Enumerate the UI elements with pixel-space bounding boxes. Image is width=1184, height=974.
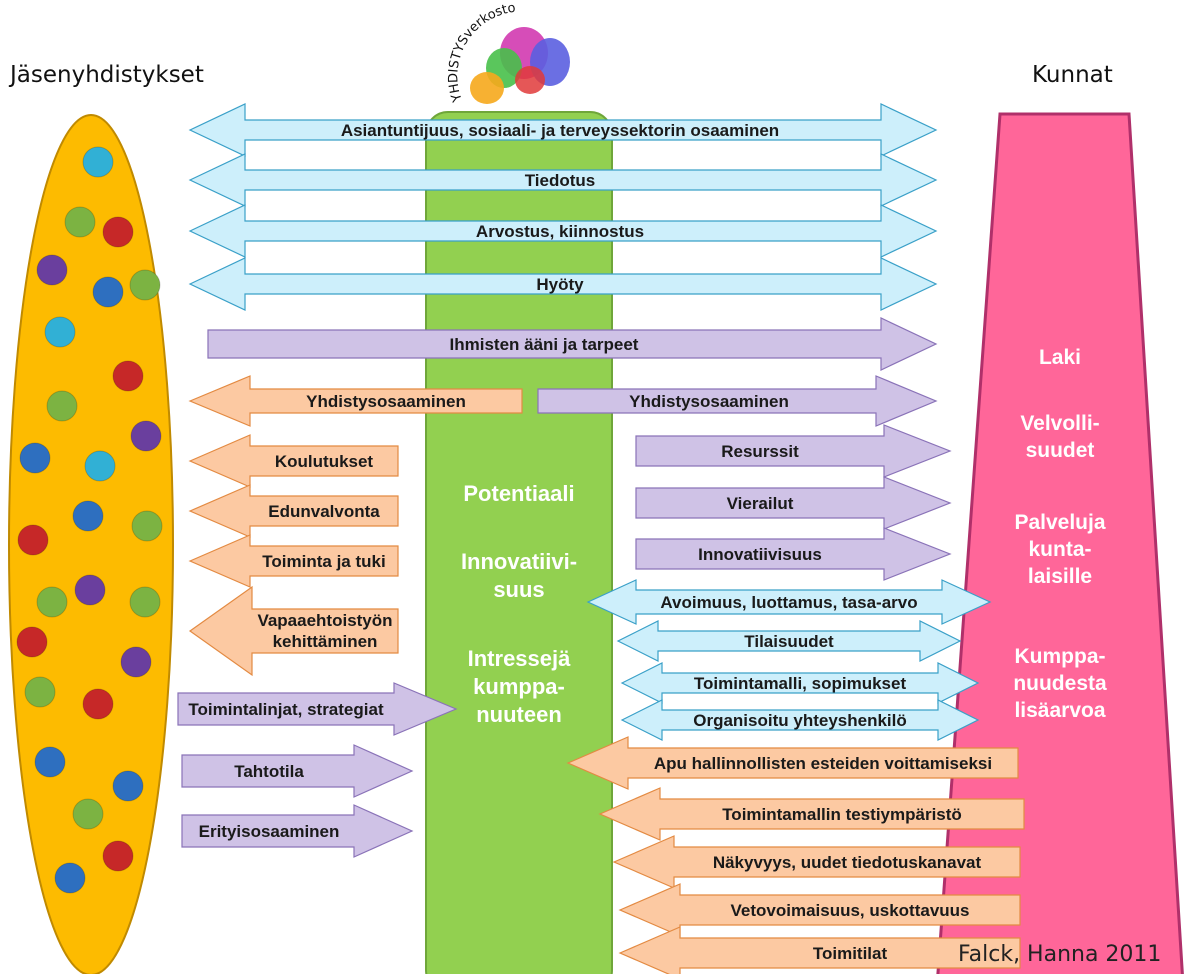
association-dot xyxy=(82,688,114,720)
association-dot xyxy=(129,269,161,301)
arrow-orange-left xyxy=(598,787,1025,841)
arrow-label: Näkyvyys, uudet tiedotuskanavat xyxy=(712,852,982,872)
association-dot xyxy=(16,626,48,658)
arrow-orange-left xyxy=(188,375,523,427)
center-label-interests: Intressejä kumppa- nuuteen xyxy=(467,646,571,727)
associations-dots-group xyxy=(16,146,163,894)
arrow-label: Yhdistysosaaminen xyxy=(306,391,466,411)
arrow-blue-both xyxy=(188,153,938,207)
arrow-purple-right xyxy=(635,424,952,478)
arrows-group xyxy=(177,103,1025,974)
arrow-purple-right xyxy=(537,375,938,427)
center-label-potential: Potentiaali xyxy=(463,481,575,506)
arrow-label: Arvostus, kiinnostus xyxy=(475,221,645,241)
arrow-purple-right xyxy=(181,804,414,858)
association-dot xyxy=(36,586,68,618)
yhdistysverkosto-logo: YHDISTYSverkosto xyxy=(446,1,570,105)
arrow-purple-right xyxy=(207,317,938,371)
arrow-blue-both xyxy=(586,579,992,625)
arrow-label: Koulutukset xyxy=(274,451,374,471)
arrow-blue-both xyxy=(616,620,962,662)
arrow-blue-both xyxy=(620,699,980,741)
association-dot xyxy=(36,254,68,286)
arrow-purple-right xyxy=(635,476,952,530)
arrow-orange-left xyxy=(618,926,1021,974)
arrow-purple-right xyxy=(177,682,458,736)
association-dot xyxy=(17,524,49,556)
association-dot xyxy=(82,146,114,178)
association-dot xyxy=(72,798,104,830)
association-dot xyxy=(129,586,161,618)
association-dot xyxy=(44,316,76,348)
right-label-added-value: Kumppa- nuudesta lisäarvoa xyxy=(1013,645,1107,722)
arrow-label: Vierailut xyxy=(726,493,794,513)
association-dot xyxy=(64,206,96,238)
arrow-orange-left xyxy=(566,736,1019,790)
association-dot xyxy=(102,216,134,248)
association-dot xyxy=(24,676,56,708)
association-dot xyxy=(19,442,51,474)
arrow-label: Tilaisuudet xyxy=(744,631,834,651)
arrow-label: Resurssit xyxy=(721,441,799,461)
arrow-label: Yhdistysosaaminen xyxy=(629,391,789,411)
association-dot xyxy=(34,746,66,778)
association-dot xyxy=(131,510,163,542)
association-dot xyxy=(102,840,134,872)
arrow-label: Tiedotus xyxy=(524,170,596,190)
arrow-blue-both xyxy=(188,257,938,311)
arrow-purple-right xyxy=(181,744,414,798)
arrow-label: Tahtotila xyxy=(234,761,304,781)
author-credit: Falck, Hanna 2011 xyxy=(958,942,1162,967)
association-dot xyxy=(112,360,144,392)
arrow-label: Avoimuus, luottamus, tasa-arvo xyxy=(660,592,918,612)
right-label-obligations: Velvolli- suudet xyxy=(1020,412,1100,462)
association-dot xyxy=(74,574,106,606)
arrow-purple-right xyxy=(635,527,952,581)
arrow-orange-left xyxy=(188,534,399,588)
association-dot xyxy=(130,420,162,452)
arrow-label: Asiantuntijuus, sosiaali- ja terveyssekt… xyxy=(340,120,780,140)
association-dot xyxy=(72,500,104,532)
arrow-blue-both xyxy=(620,662,980,704)
association-dot xyxy=(84,450,116,482)
center-label-innovativeness: Innovatiivi- suus xyxy=(460,549,578,602)
right-label-services: Palveluja kunta- laisille xyxy=(1014,511,1106,588)
association-dot xyxy=(120,646,152,678)
arrow-blue-both xyxy=(188,103,938,157)
arrow-label: Toiminta ja tuki xyxy=(262,551,386,571)
arrow-label: Ihmisten ääni ja tarpeet xyxy=(449,334,639,354)
municipalities-header: Kunnat xyxy=(1032,62,1113,88)
right-label-law: Laki xyxy=(1038,346,1082,369)
potential-center-bar xyxy=(425,111,613,974)
arrow-label: Toimintamalli, sopimukset xyxy=(693,673,907,693)
association-dot xyxy=(92,276,124,308)
association-dot xyxy=(112,770,144,802)
arrow-label: Toimitilat xyxy=(812,943,888,963)
arrow-blue-both xyxy=(188,204,938,258)
arrow-label: Organisoitu yhteyshenkilö xyxy=(693,710,907,730)
association-dot xyxy=(54,862,86,894)
arrow-label: Edunvalvonta xyxy=(268,501,380,521)
arrow-label: Vetovoimaisuus, uskottavuus xyxy=(730,900,970,920)
member-associations-header: Jäsenyhdistykset xyxy=(10,62,204,88)
association-dot xyxy=(46,390,78,422)
arrow-label: Erityisosaaminen xyxy=(198,821,340,841)
arrow-label: Apu hallinnollisten esteiden voittamisek… xyxy=(653,753,993,773)
arrow-label: Vapaaehtoistyön kehittäminen xyxy=(257,611,393,651)
arrow-label: Toimintamallin testiympäristö xyxy=(722,804,962,824)
arrow-orange-left xyxy=(188,585,399,677)
arrow-label: Innovatiivisuus xyxy=(698,544,822,564)
arrow-label: Hyöty xyxy=(536,274,584,294)
arrow-label: Toimintalinjat, strategiat xyxy=(188,699,384,719)
